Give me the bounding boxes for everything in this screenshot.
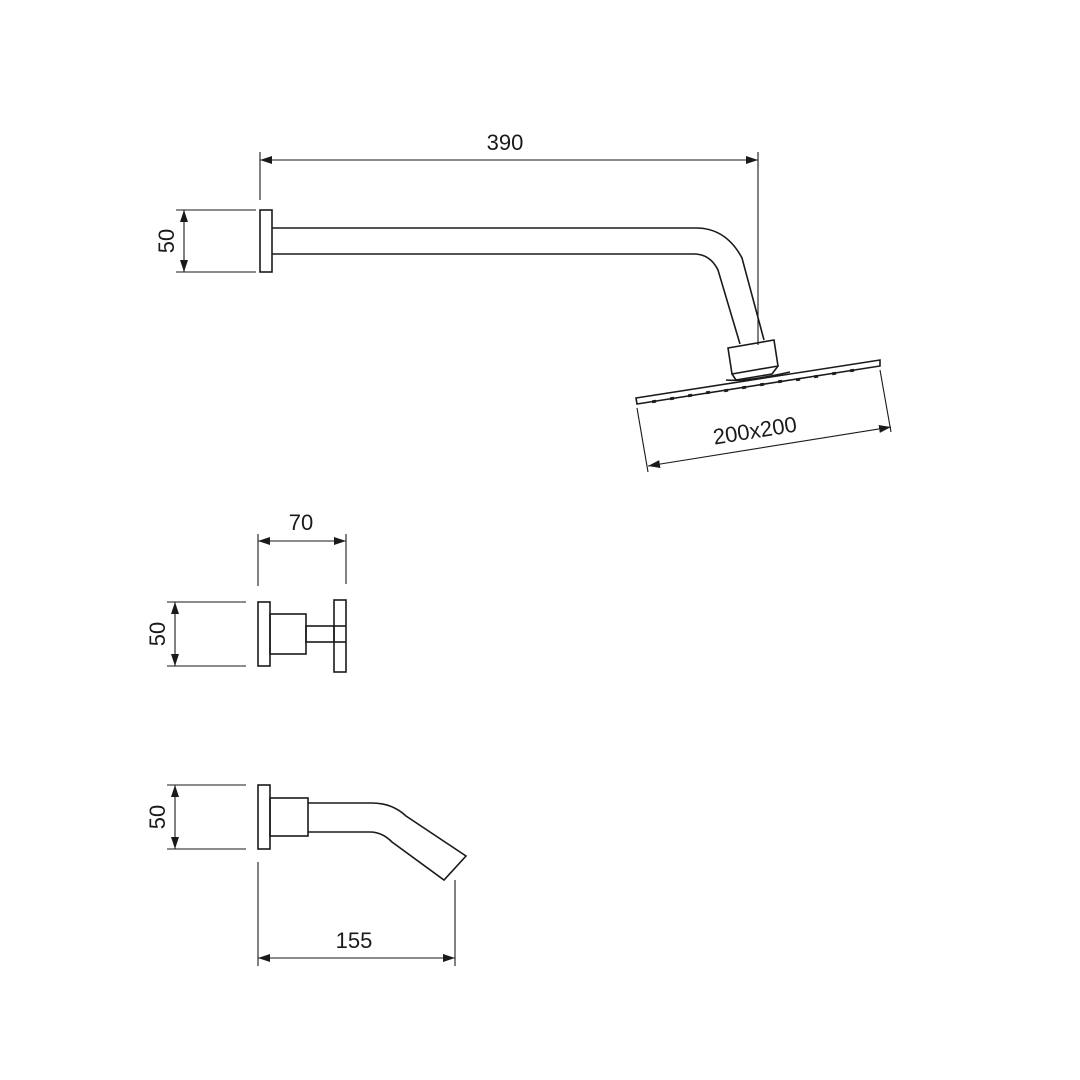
valve-body [269, 613, 307, 655]
dimension-label-50-valve: 50 [145, 622, 170, 646]
dimension-label-155: 155 [336, 928, 373, 953]
wall-spout-assembly: 50 155 [145, 784, 468, 966]
shower-head-dome [725, 371, 791, 382]
shower-arm-assembly: 390 50 200x200 [154, 130, 892, 473]
dimension-valve-depth: 70 [257, 510, 347, 586]
wall-valve-assembly: 70 50 [145, 510, 347, 673]
shower-head-plate [635, 359, 881, 405]
valve-wall-flange [257, 601, 271, 667]
spout-body [269, 797, 309, 837]
dimension-label-50-spout: 50 [145, 805, 170, 829]
dimension-arm-length: 390 [259, 130, 759, 345]
shower-arm [272, 227, 765, 341]
valve-handle [333, 599, 347, 673]
arm-wall-flange [259, 209, 273, 273]
dimension-spout-length: 155 [257, 862, 456, 966]
dimension-label-390: 390 [487, 130, 524, 155]
head-connector-nut [727, 339, 779, 375]
dimension-spout-flange-height: 50 [145, 784, 246, 850]
spout-wall-flange [257, 784, 271, 850]
dimension-label-50-arm: 50 [154, 229, 179, 253]
valve-stem [305, 625, 335, 643]
dimension-arm-flange-height: 50 [154, 209, 256, 273]
dimension-label-70: 70 [289, 510, 313, 535]
spout-tube [308, 802, 468, 882]
dimension-valve-flange-height: 50 [145, 601, 246, 667]
shower-head-nozzles [651, 368, 855, 404]
